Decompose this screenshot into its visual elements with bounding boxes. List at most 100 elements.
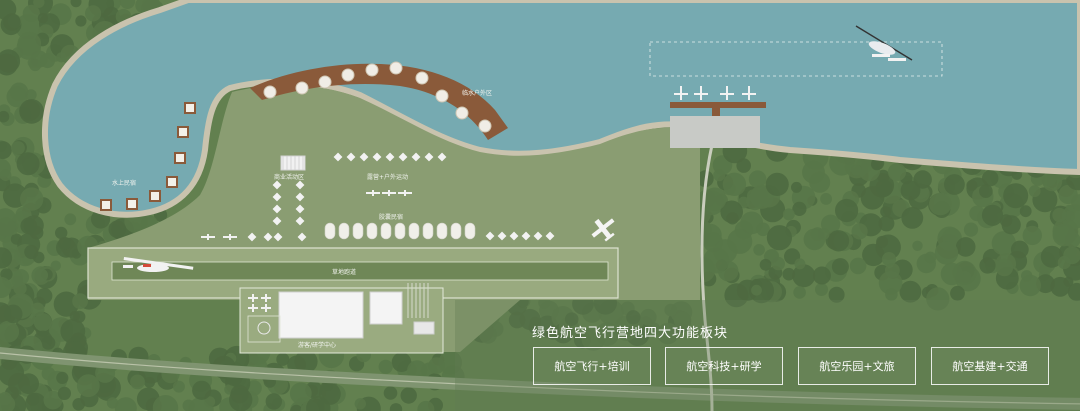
capsule-unit (352, 222, 364, 240)
tent (272, 204, 282, 214)
parked-plane-body (265, 304, 267, 312)
tree (900, 180, 921, 201)
tree (766, 225, 793, 251)
road-edge (0, 352, 1080, 405)
tree (982, 170, 999, 187)
tree (75, 15, 87, 27)
pier-deck (670, 102, 766, 108)
tree (835, 198, 859, 223)
capsule-unit (408, 222, 420, 240)
tree (72, 398, 85, 411)
tree (3, 304, 23, 324)
tree (640, 308, 657, 326)
info-panel-background (455, 300, 1080, 411)
deck-pods (263, 61, 492, 133)
drone-body (404, 190, 406, 196)
capsule-unit (338, 222, 350, 240)
tree (991, 231, 1016, 256)
tree (792, 201, 807, 216)
tree (56, 371, 69, 384)
tree (979, 184, 993, 198)
tree (878, 215, 895, 232)
tree (58, 236, 72, 250)
annex-building (369, 291, 403, 325)
tree (724, 283, 749, 308)
deck-pod (389, 61, 403, 75)
tent (263, 232, 273, 242)
moored-plane-body (700, 86, 702, 100)
function-button-flight-training[interactable]: 航空飞行+培训 (533, 347, 651, 385)
tree (6, 86, 28, 108)
tree (0, 395, 16, 411)
drone-body (207, 234, 209, 240)
parked-planes (248, 294, 271, 312)
tree (720, 200, 743, 224)
tree (119, 0, 136, 9)
tree (20, 187, 44, 211)
tree (378, 359, 393, 374)
tree (581, 327, 606, 351)
tent (297, 232, 307, 242)
tent (398, 152, 408, 162)
tree (703, 247, 730, 274)
function-button-park-tourism[interactable]: 航空乐园+文旅 (798, 347, 916, 385)
capsule-unit (324, 222, 336, 240)
tree (1067, 282, 1080, 302)
tree (831, 258, 849, 276)
capsule-unit (366, 222, 378, 240)
moored-plane-body (748, 86, 750, 100)
function-button-tech-research[interactable]: 航空科技+研学 (665, 347, 783, 385)
tent (372, 152, 382, 162)
label-visitor-center: 游客/研学中心 (298, 342, 337, 349)
tree (793, 286, 806, 299)
tree (791, 181, 802, 193)
capsule-unit (394, 222, 406, 240)
visitor-center-building (278, 291, 364, 339)
grass-runway (111, 261, 609, 281)
label-capsule-lodging: 胶囊民宿 (379, 214, 404, 221)
tree (1019, 205, 1032, 218)
capsule-unit (450, 222, 462, 240)
tent (295, 204, 305, 214)
tent (424, 152, 434, 162)
drone-body (388, 190, 390, 196)
water-villa (166, 176, 178, 188)
tree (0, 360, 25, 386)
tree (41, 335, 56, 350)
tree (204, 396, 216, 408)
tree (144, 376, 155, 388)
deck-pod (341, 68, 355, 82)
tree (955, 237, 976, 257)
tree (792, 264, 816, 288)
capsule-unit (422, 222, 434, 240)
seaplane-icon (855, 25, 913, 61)
tree (40, 53, 55, 69)
function-button-infrastructure-transport[interactable]: 航空基建+交通 (931, 347, 1049, 385)
tree (1019, 274, 1041, 297)
tree (182, 399, 195, 411)
tree (383, 386, 398, 400)
tent (273, 232, 283, 242)
tree (944, 174, 965, 195)
tree (657, 322, 679, 345)
label-grass-runway: 草地跑道 (332, 269, 357, 276)
pier-post (712, 108, 720, 116)
tree (0, 110, 10, 123)
water-villa (174, 152, 186, 164)
tent (346, 152, 356, 162)
tent (533, 231, 543, 241)
small-shed (413, 321, 435, 335)
tree (880, 206, 892, 218)
tree (192, 380, 212, 400)
tree (34, 268, 49, 283)
tree (106, 397, 119, 409)
tree (899, 280, 922, 303)
tree (1028, 185, 1041, 198)
tree (1003, 183, 1029, 209)
tree (18, 373, 39, 395)
deck-pod (435, 89, 449, 103)
tree (152, 395, 179, 411)
tree (815, 283, 828, 296)
tree (820, 193, 832, 205)
